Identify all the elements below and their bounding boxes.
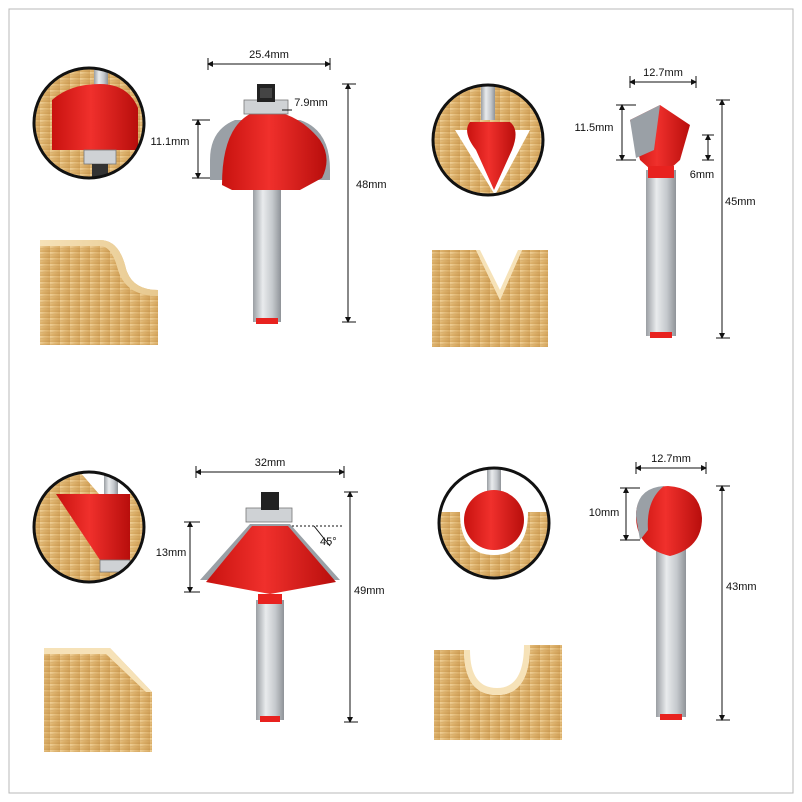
dim-cut-height: 11.5mm (575, 122, 614, 134)
panel-v-groove: 12.7mm 11.5mm 6mm 45mm (431, 67, 756, 347)
dim-angle: 45° (320, 536, 337, 548)
dim-height: 11.1mm (151, 136, 190, 148)
zoom-circle (437, 466, 551, 580)
dimension-lines: 12.7mm 10mm 43mm (589, 453, 757, 721)
dim-total: 43mm (726, 581, 757, 593)
wood-block (44, 648, 152, 752)
router-bit (636, 486, 702, 720)
dimension-lines: 32mm 45° 13mm 49mm (156, 457, 385, 723)
router-bit (210, 84, 330, 324)
dim-width: 32mm (255, 457, 286, 469)
outer-frame (8, 8, 794, 794)
dim-total: 45mm (725, 196, 756, 208)
router-bit (200, 492, 340, 722)
dim-bearing: 7.9mm (294, 97, 328, 109)
dim-width: 12.7mm (643, 67, 683, 79)
dim-width: 25.4mm (249, 49, 289, 61)
zoom-circle (32, 66, 146, 180)
dim-total: 49mm (354, 585, 385, 597)
panel-core-box: 12.7mm 10mm 43mm (434, 453, 757, 740)
wood-block (434, 645, 562, 740)
panel-chamfer: 32mm 45° 13mm 49mm (32, 457, 385, 752)
wood-block (432, 250, 548, 347)
dimension-lines: 25.4mm 7.9mm 11.1mm 48mm (151, 49, 387, 323)
dim-height: 13mm (156, 547, 187, 559)
wood-block (40, 240, 158, 345)
dim-small: 6mm (690, 169, 714, 181)
zoom-circle (431, 83, 545, 197)
dimension-lines: 12.7mm 11.5mm 6mm 45mm (575, 67, 756, 339)
zoom-circle (32, 470, 146, 584)
panel-roman-ogee: 25.4mm 7.9mm 11.1mm 48mm (32, 49, 387, 345)
dim-total: 48mm (356, 179, 387, 191)
dim-width: 12.7mm (651, 453, 691, 465)
router-bit (630, 105, 690, 338)
dim-height: 10mm (589, 507, 620, 519)
